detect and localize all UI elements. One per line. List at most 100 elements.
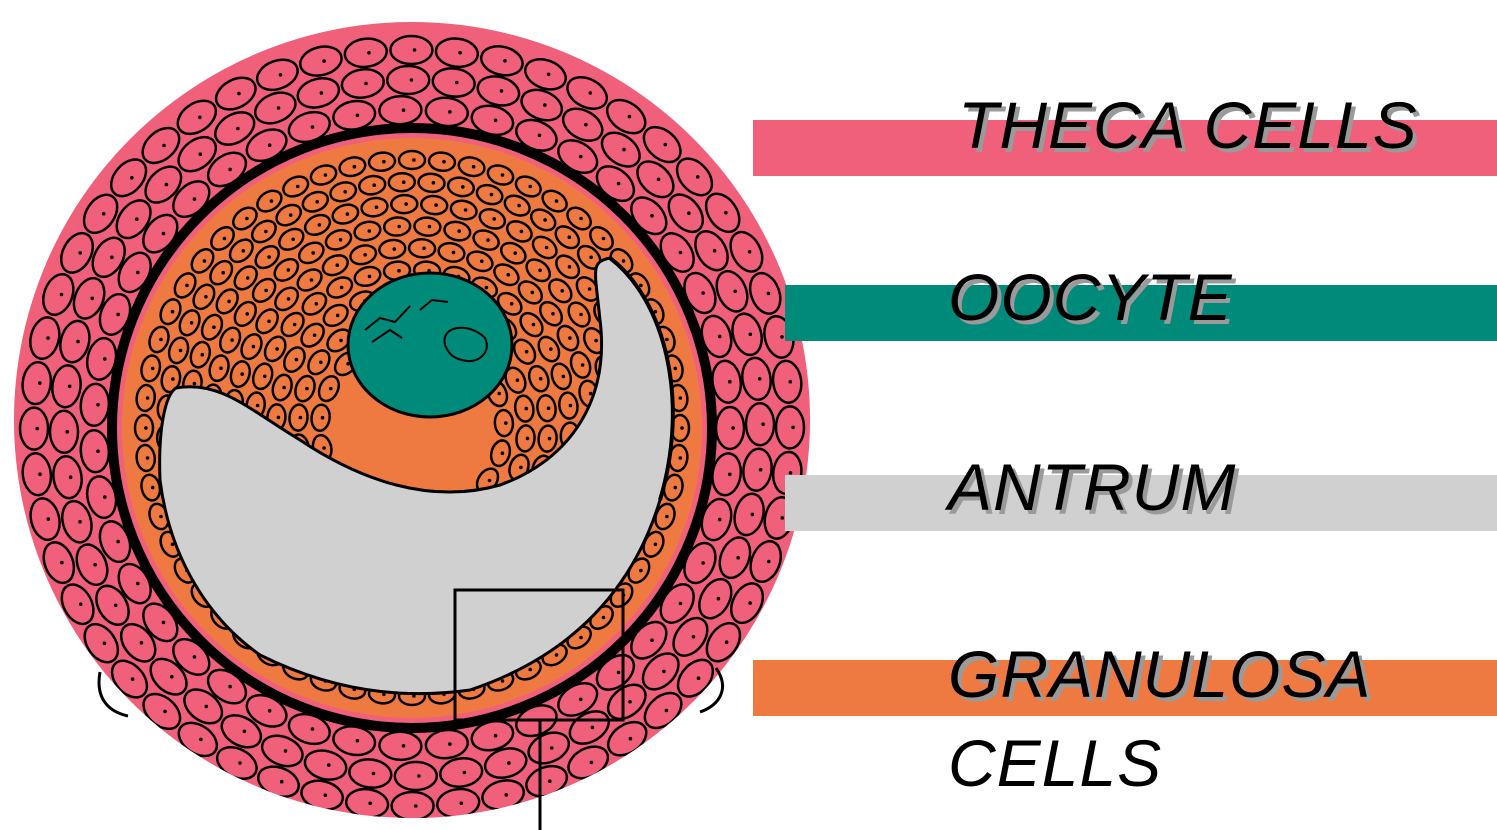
granulosa-cell-nucleus bbox=[404, 202, 408, 206]
granulosa-cell-nucleus bbox=[311, 251, 315, 255]
granulosa-cell-nucleus bbox=[368, 275, 372, 279]
theca-cell-nucleus bbox=[238, 761, 242, 765]
theca-cell-nucleus bbox=[628, 115, 632, 119]
theca-cell-nucleus bbox=[538, 134, 542, 138]
granulosa-cell-nucleus bbox=[151, 486, 155, 490]
granulosa-cell-nucleus bbox=[171, 377, 175, 381]
granulosa-cell-nucleus bbox=[201, 353, 205, 357]
theca-cell bbox=[716, 407, 744, 449]
theca-cell-nucleus bbox=[617, 671, 621, 675]
granulosa-cell bbox=[409, 239, 436, 258]
theca-cell-nucleus bbox=[767, 292, 771, 296]
granulosa-cell-nucleus bbox=[319, 361, 323, 365]
granulosa-cell-nucleus bbox=[543, 218, 547, 222]
granulosa-cell-nucleus bbox=[568, 265, 572, 269]
granulosa-cell-nucleus bbox=[310, 278, 314, 282]
theca-cell-nucleus bbox=[162, 621, 166, 625]
granulosa-cell-nucleus bbox=[654, 543, 658, 547]
theca-cell-nucleus bbox=[494, 734, 498, 738]
theca-cell bbox=[379, 731, 422, 761]
granulosa-cell-nucleus bbox=[531, 291, 535, 295]
granulosa-cell bbox=[384, 217, 411, 237]
granulosa-cell-nucleus bbox=[492, 217, 496, 221]
granulosa-cell-nucleus bbox=[551, 312, 555, 316]
granulosa-cell-nucleus bbox=[313, 333, 317, 337]
theca-cell-nucleus bbox=[748, 601, 752, 605]
theca-cell-nucleus bbox=[696, 175, 700, 179]
theca-cell-nucleus bbox=[679, 602, 683, 606]
theca-cell-nucleus bbox=[701, 561, 705, 565]
theca-cell-nucleus bbox=[65, 430, 69, 434]
theca-label: THECA CELLS bbox=[958, 88, 1418, 162]
granulosa-cell-nucleus bbox=[372, 183, 376, 187]
granulosa-cell-nucleus bbox=[321, 416, 325, 420]
theca-cell-nucleus bbox=[268, 709, 272, 713]
granulosa-cell-nucleus bbox=[267, 320, 271, 324]
theca-cell-nucleus bbox=[665, 709, 669, 713]
theca-cell-nucleus bbox=[356, 114, 360, 118]
theca-cell-nucleus bbox=[60, 293, 64, 297]
granulosa-cell-nucleus bbox=[525, 407, 529, 411]
granulosa-cell-nucleus bbox=[579, 217, 583, 221]
granulosa-cell-nucleus bbox=[434, 203, 438, 207]
theca-cell-nucleus bbox=[547, 73, 551, 77]
theca-cell-nucleus bbox=[103, 641, 107, 645]
granulosa-cell-nucleus bbox=[204, 295, 208, 299]
granulosa-cell-nucleus bbox=[588, 287, 592, 291]
theca-cell-nucleus bbox=[199, 738, 203, 742]
theca-cell-nucleus bbox=[46, 336, 50, 340]
granulosa-cell-nucleus bbox=[171, 310, 175, 314]
granulosa-cell-nucleus bbox=[296, 185, 300, 189]
theca-cell bbox=[746, 403, 774, 445]
granulosa-cell-nucleus bbox=[679, 396, 683, 400]
granulosa-cell-nucleus bbox=[501, 679, 505, 683]
theca-cell-nucleus bbox=[47, 517, 51, 521]
granulosa-cell bbox=[418, 173, 445, 193]
granulosa-cell-nucleus bbox=[368, 229, 372, 233]
granulosa-cell-nucleus bbox=[428, 225, 432, 229]
theca-cell-nucleus bbox=[140, 641, 144, 645]
theca-cell-nucleus bbox=[697, 676, 701, 680]
theca-cell-nucleus bbox=[749, 333, 753, 337]
theca-cell-nucleus bbox=[781, 516, 785, 520]
theca-cell-nucleus bbox=[463, 771, 467, 775]
granulosa-cell bbox=[414, 217, 441, 237]
theca-cell-nucleus bbox=[243, 730, 247, 734]
theca-cell-nucleus bbox=[664, 143, 668, 147]
theca-cell-nucleus bbox=[311, 727, 315, 731]
granulosa-cell-nucleus bbox=[240, 372, 244, 376]
theca-cell-nucleus bbox=[713, 249, 717, 253]
theca-cell-nucleus bbox=[311, 125, 315, 129]
theca-cell-nucleus bbox=[455, 81, 459, 85]
theca-cell-nucleus bbox=[718, 335, 722, 339]
theca-cell-nucleus bbox=[114, 604, 118, 608]
granulosa-cell-nucleus bbox=[581, 363, 585, 367]
theca-cell-nucleus bbox=[35, 427, 39, 431]
theca-cell-nucleus bbox=[110, 255, 114, 259]
granulosa-label-line1: GRANULOSA bbox=[948, 637, 1371, 711]
granulosa-cell-nucleus bbox=[185, 284, 189, 288]
theca-cell-nucleus bbox=[759, 468, 763, 472]
theca-cell bbox=[395, 762, 437, 790]
theca-cell-nucleus bbox=[589, 91, 593, 95]
theca-cell-nucleus bbox=[78, 520, 82, 524]
granulosa-cell-nucleus bbox=[679, 456, 683, 460]
granulosa-cell-nucleus bbox=[452, 251, 456, 255]
granulosa-cell-nucleus bbox=[397, 225, 401, 229]
theca-cell-nucleus bbox=[38, 381, 42, 385]
granulosa-cell-nucleus bbox=[504, 421, 508, 425]
granulosa-cell-nucleus bbox=[602, 616, 606, 620]
theca-cell-nucleus bbox=[504, 793, 508, 797]
theca-cell-nucleus bbox=[657, 178, 661, 182]
granulosa-cell bbox=[391, 195, 418, 214]
granulosa-cell-nucleus bbox=[497, 392, 501, 396]
oocyte-label: OOCYTE bbox=[948, 260, 1233, 334]
granulosa-cell-nucleus bbox=[315, 200, 319, 204]
granulosa-cell-nucleus bbox=[639, 284, 643, 288]
granulosa-cell-nucleus bbox=[375, 205, 379, 209]
theca-cell-nucleus bbox=[163, 710, 167, 714]
theca-cell-nucleus bbox=[364, 82, 368, 86]
granulosa-label-line2: CELLS bbox=[948, 726, 1162, 800]
theca-cell-nucleus bbox=[579, 155, 583, 159]
